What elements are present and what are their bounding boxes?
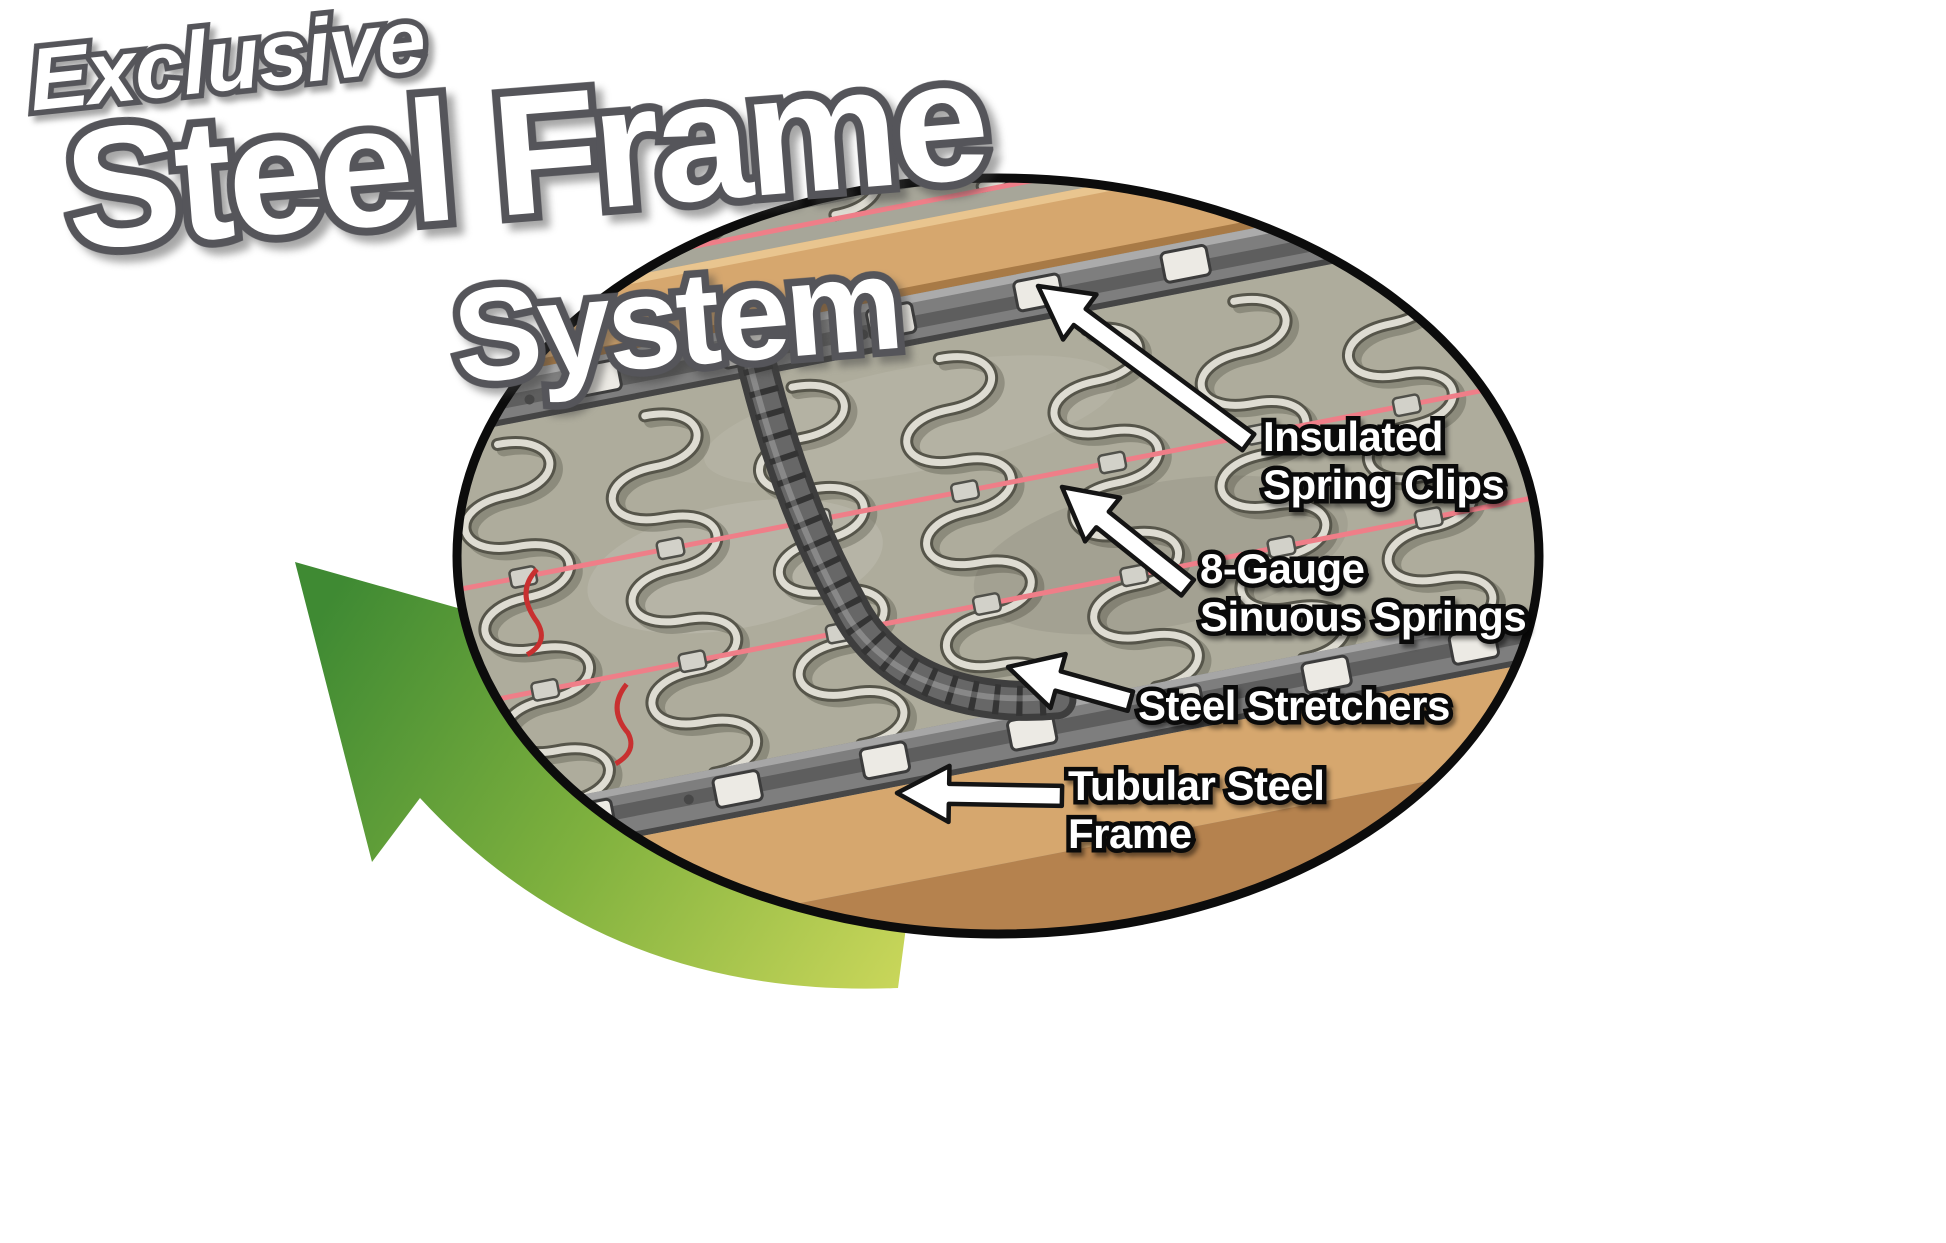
steel-stretcher [737, 346, 1077, 721]
label-text: Insulated [1263, 413, 1443, 460]
rail-hole [683, 794, 694, 805]
red-tie-wire [614, 682, 634, 766]
red-tie-wire [523, 567, 544, 657]
arrow-sinuous-springs [1059, 484, 1197, 598]
rail-hole [1145, 704, 1156, 715]
rail-hole [524, 394, 535, 405]
rail-edge [457, 627, 1539, 886]
callout-arrows [894, 283, 1257, 825]
rail-hole [858, 329, 869, 340]
rail-edge [457, 205, 1539, 464]
label-text: Frame [1068, 809, 1192, 857]
rail-channel [457, 182, 1539, 448]
arrow-steel-stretchers [1005, 651, 1136, 714]
photo-ellipse [452, 173, 1544, 939]
label-text: Tubular Steel [1068, 762, 1325, 809]
arrow-insulated-spring-clips [1035, 283, 1257, 453]
ellipse-border [452, 173, 1544, 939]
arrow-tubular-steel-frame [894, 763, 1065, 825]
label-text: Steel Stretchers [1138, 682, 1450, 729]
label-text: 8-Gauge [1200, 545, 1365, 592]
wood-rail-top [457, 178, 1539, 414]
label-text: Spring Clips [1263, 460, 1505, 508]
label-text: Sinuous Springs [1200, 592, 1527, 640]
